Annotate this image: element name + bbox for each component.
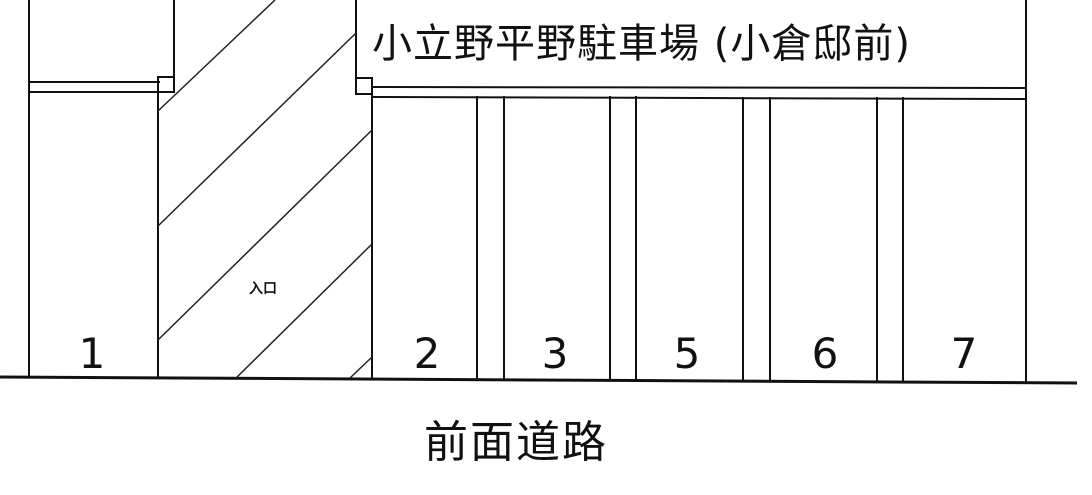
parking-spot-5: 5 bbox=[673, 329, 701, 378]
parking-spot-3: 3 bbox=[541, 329, 569, 378]
left-pillar bbox=[157, 76, 175, 93]
road-edge-line bbox=[0, 375, 1078, 385]
front-road-label: 前面道路 bbox=[424, 417, 608, 468]
right-pillar bbox=[355, 77, 373, 95]
entrance-hatching bbox=[157, 0, 373, 379]
entrance-label: 入口 bbox=[249, 281, 277, 297]
parking-spot-2: 2 bbox=[413, 329, 441, 378]
parking-spot-7: 7 bbox=[950, 329, 978, 378]
parking-spot-1: 1 bbox=[78, 329, 106, 378]
parking-lot-title: 小立野平野駐車場 (小倉邸前) bbox=[372, 21, 911, 67]
parking-spot-6: 6 bbox=[811, 329, 839, 378]
